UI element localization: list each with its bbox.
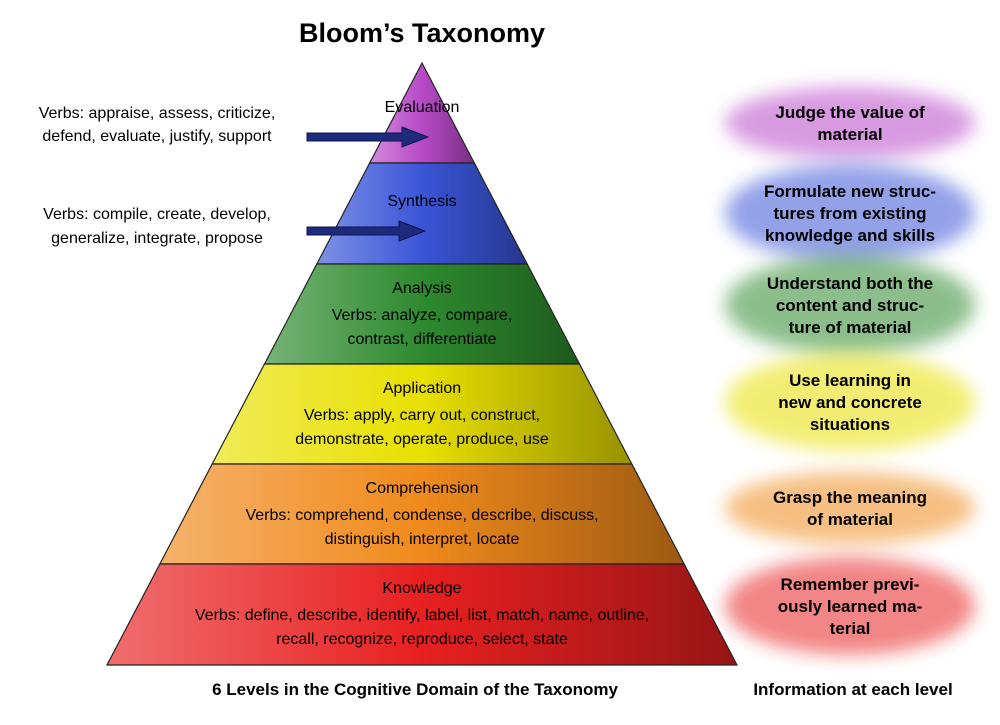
info-line: Grasp the meaning [773, 488, 927, 507]
info-glow [725, 87, 975, 159]
level-verbs-line: demonstrate, operate, produce, use [295, 431, 549, 448]
arrow-evaluation [306, 126, 430, 148]
side-verb-notes: Verbs: appraise, assess, criticize, defen… [39, 105, 276, 247]
side-verbs-line: Verbs: appraise, assess, criticize, [39, 105, 276, 122]
info-caption: Information at each level [753, 680, 952, 699]
info-line: tures from existing [773, 204, 926, 223]
side-verbs-line: defend, evaluate, justify, support [42, 128, 272, 145]
verb-arrows [306, 126, 430, 242]
info-line: Understand both the [767, 274, 933, 293]
info-line: new and concrete [778, 393, 922, 412]
level-name: Comprehension [366, 480, 479, 497]
info-line: Use learning in [789, 371, 911, 390]
pyramid-level-synthesis [315, 162, 529, 265]
info-line: terial [830, 619, 871, 638]
arrow-synthesis [306, 220, 427, 242]
info-line: Formulate new struc- [764, 182, 936, 201]
info-line: ously learned ma- [778, 597, 923, 616]
level-name: Knowledge [382, 580, 461, 597]
info-glows [725, 87, 975, 655]
level-name: Evaluation [385, 99, 460, 116]
info-line: content and struc- [776, 296, 924, 315]
level-verbs-line: Verbs: apply, carry out, construct, [304, 407, 540, 424]
level-verbs-line: contrast, differentiate [347, 331, 496, 348]
info-line: Remember previ- [781, 575, 920, 594]
pyramid-caption: 6 Levels in the Cognitive Domain of the … [212, 680, 618, 699]
side-verbs-line: Verbs: compile, create, develop, [43, 206, 271, 223]
level-verbs-line: distinguish, interpret, locate [325, 531, 520, 548]
info-line: ture of material [789, 318, 912, 337]
info-line: situations [810, 415, 890, 434]
level-name: Application [383, 380, 461, 397]
level-verbs-line: Verbs: define, describe, identify, label… [195, 607, 649, 624]
level-name: Synthesis [387, 193, 456, 210]
info-glow [725, 557, 975, 655]
info-glow [725, 164, 975, 262]
pyramid-level-knowledge [106, 563, 738, 666]
info-glow [725, 256, 975, 354]
info-line: of material [807, 510, 893, 529]
level-verbs-line: Verbs: comprehend, condense, describe, d… [245, 507, 598, 524]
info-line: knowledge and skills [765, 226, 935, 245]
level-verbs-line: Verbs: analyze, compare, [332, 307, 513, 324]
info-glow [725, 353, 975, 451]
diagram-title: Bloom’s Taxonomy [299, 18, 545, 48]
info-glow [725, 472, 975, 544]
level-verbs-line: recall, recognize, reproduce, select, st… [276, 631, 568, 648]
info-line: Judge the value of [775, 103, 925, 122]
level-name: Analysis [392, 280, 452, 297]
info-line: material [817, 125, 882, 144]
side-verbs-line: generalize, integrate, propose [51, 230, 263, 247]
